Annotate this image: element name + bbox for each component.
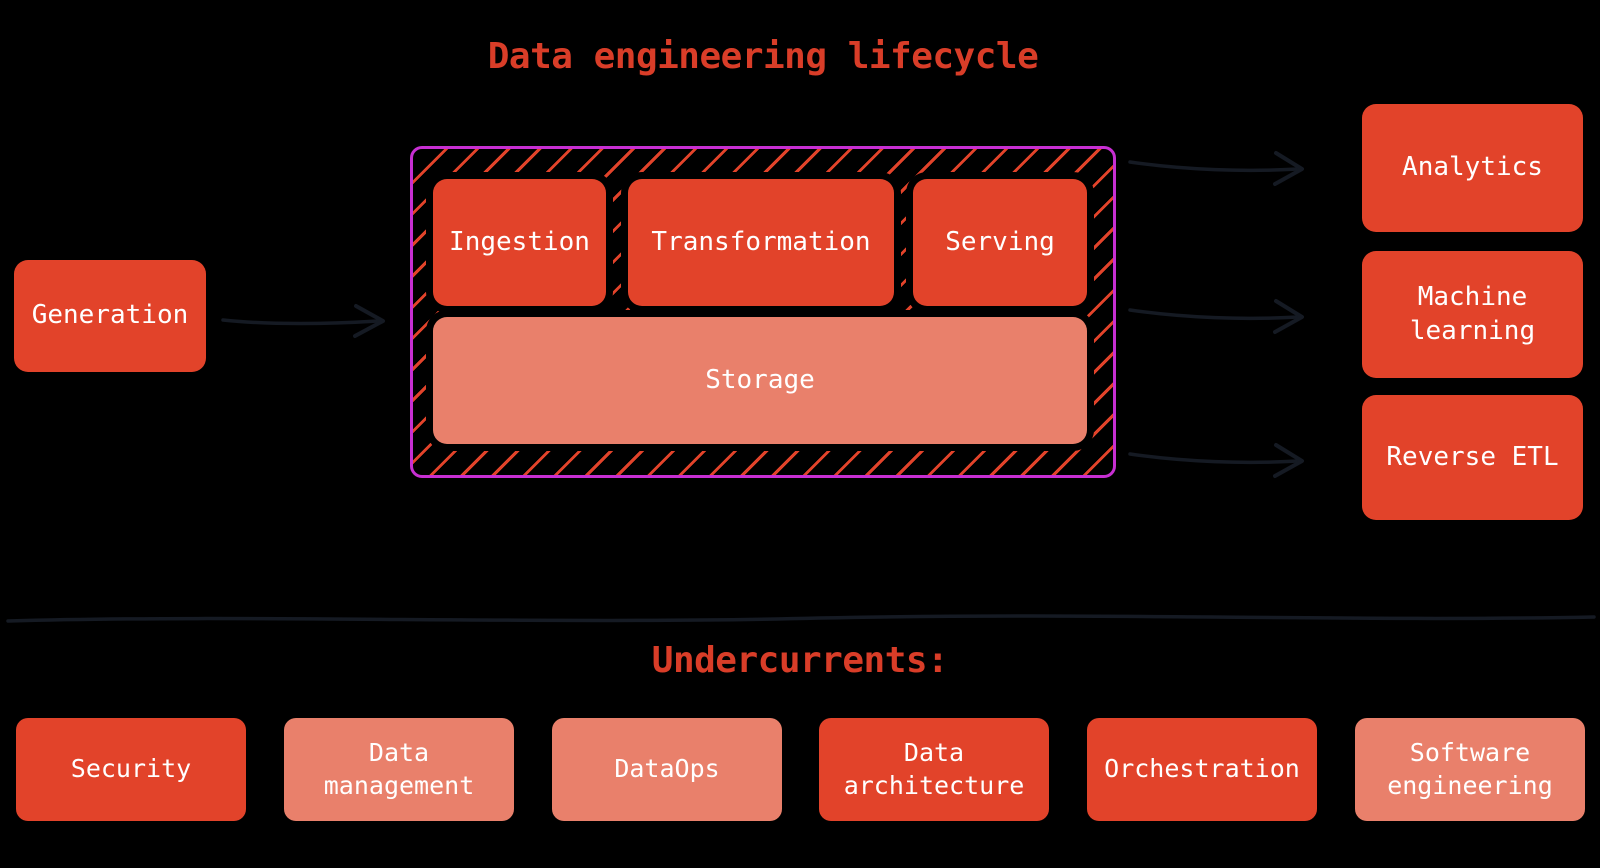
output-reverse-etl-box: Reverse ETL [1362,395,1583,520]
undercurrent-software-engineering-box: Software engineering [1355,718,1585,821]
output-machine-learning-box: Machine learning [1362,251,1583,378]
stage-ingestion-label: Ingestion [449,226,590,257]
stage-transformation-label: Transformation [651,226,871,257]
arrow-lifecycle-to-machine-learning-icon [1128,299,1304,334]
output-analytics-box: Analytics [1362,104,1583,232]
undercurrent-orchestration-label: Orchestration [1104,754,1300,784]
undercurrent-software-engineering-label: Software engineering [1387,738,1553,800]
undercurrent-data-management-box: Data management [284,718,514,821]
undercurrents-heading: Undercurrents: [651,640,949,681]
stage-generation-box: Generation [14,260,206,372]
arrow-lifecycle-to-reverse-etl-icon [1128,443,1304,478]
undercurrent-security-label: Security [70,754,192,784]
stage-storage-label: Storage [705,364,815,395]
undercurrent-data-architecture-label: Data architecture [843,738,1025,800]
output-machine-learning-label: Machine learning [1409,281,1536,346]
stage-storage-box: Storage [433,317,1087,444]
output-reverse-etl-label: Reverse ETL [1386,441,1559,472]
undercurrent-orchestration-box: Orchestration [1087,718,1317,821]
undercurrent-dataops-label: DataOps [614,754,720,784]
stage-serving-label: Serving [945,226,1055,257]
undercurrents-divider-line [6,614,1596,623]
stage-generation-label: Generation [31,300,189,331]
page-title: Data engineering lifecycle [487,36,1039,77]
arrow-generation-to-lifecycle-icon [221,304,385,338]
stage-serving-box: Serving [913,179,1087,306]
undercurrent-data-management-label: Data management [323,738,475,800]
stage-transformation-box: Transformation [628,179,894,306]
undercurrent-dataops-box: DataOps [552,718,782,821]
output-analytics-label: Analytics [1402,152,1543,183]
undercurrent-data-architecture-box: Data architecture [819,718,1049,821]
undercurrent-security-box: Security [16,718,246,821]
arrow-lifecycle-to-analytics-icon [1128,151,1304,186]
stage-ingestion-box: Ingestion [433,179,606,306]
